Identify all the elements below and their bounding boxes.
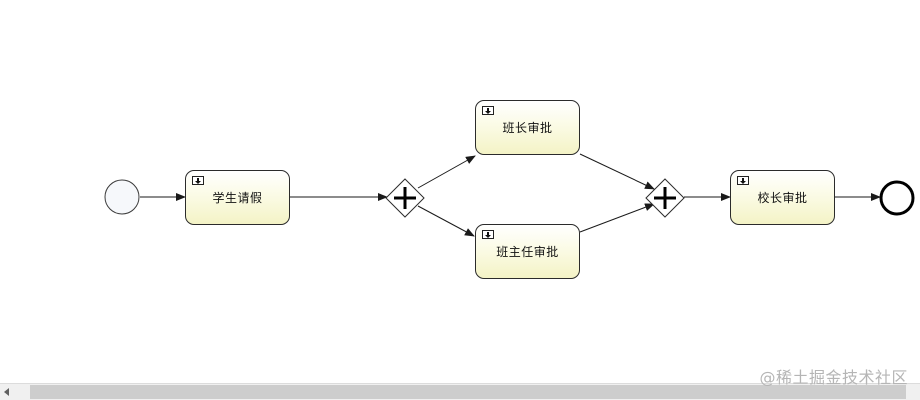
horizontal-scrollbar[interactable] <box>0 383 920 400</box>
user-task-icon <box>192 176 204 185</box>
task-head-teacher-approval[interactable]: 班主任审批 <box>475 224 580 279</box>
user-task-icon <box>482 106 494 115</box>
parallel-gateway-fork[interactable] <box>385 178 425 218</box>
user-task-icon <box>482 230 494 239</box>
user-task-icon <box>737 176 749 185</box>
task-student-leave-request[interactable]: 学生请假 <box>185 170 290 225</box>
scroll-left-arrow-icon[interactable] <box>4 388 9 396</box>
flow-fork-to-monitor <box>417 155 476 189</box>
scrollbar-thumb[interactable] <box>30 385 906 399</box>
task-label: 班主任审批 <box>496 245 559 259</box>
parallel-gateway-join[interactable] <box>645 178 685 218</box>
start-event[interactable] <box>104 179 140 215</box>
flow-fork-to-head-teacher <box>417 205 475 237</box>
task-monitor-approval[interactable]: 班长审批 <box>475 100 580 155</box>
flow-monitor-to-join <box>579 153 655 190</box>
flow-head-teacher-to-join <box>579 203 655 233</box>
task-label: 班长审批 <box>502 121 553 135</box>
task-principal-approval[interactable]: 校长审批 <box>730 170 835 225</box>
watermark: @稀土掘金技术社区 <box>759 368 908 387</box>
task-label: 学生请假 <box>212 191 263 205</box>
task-label: 校长审批 <box>757 191 808 205</box>
end-event[interactable] <box>879 180 915 216</box>
